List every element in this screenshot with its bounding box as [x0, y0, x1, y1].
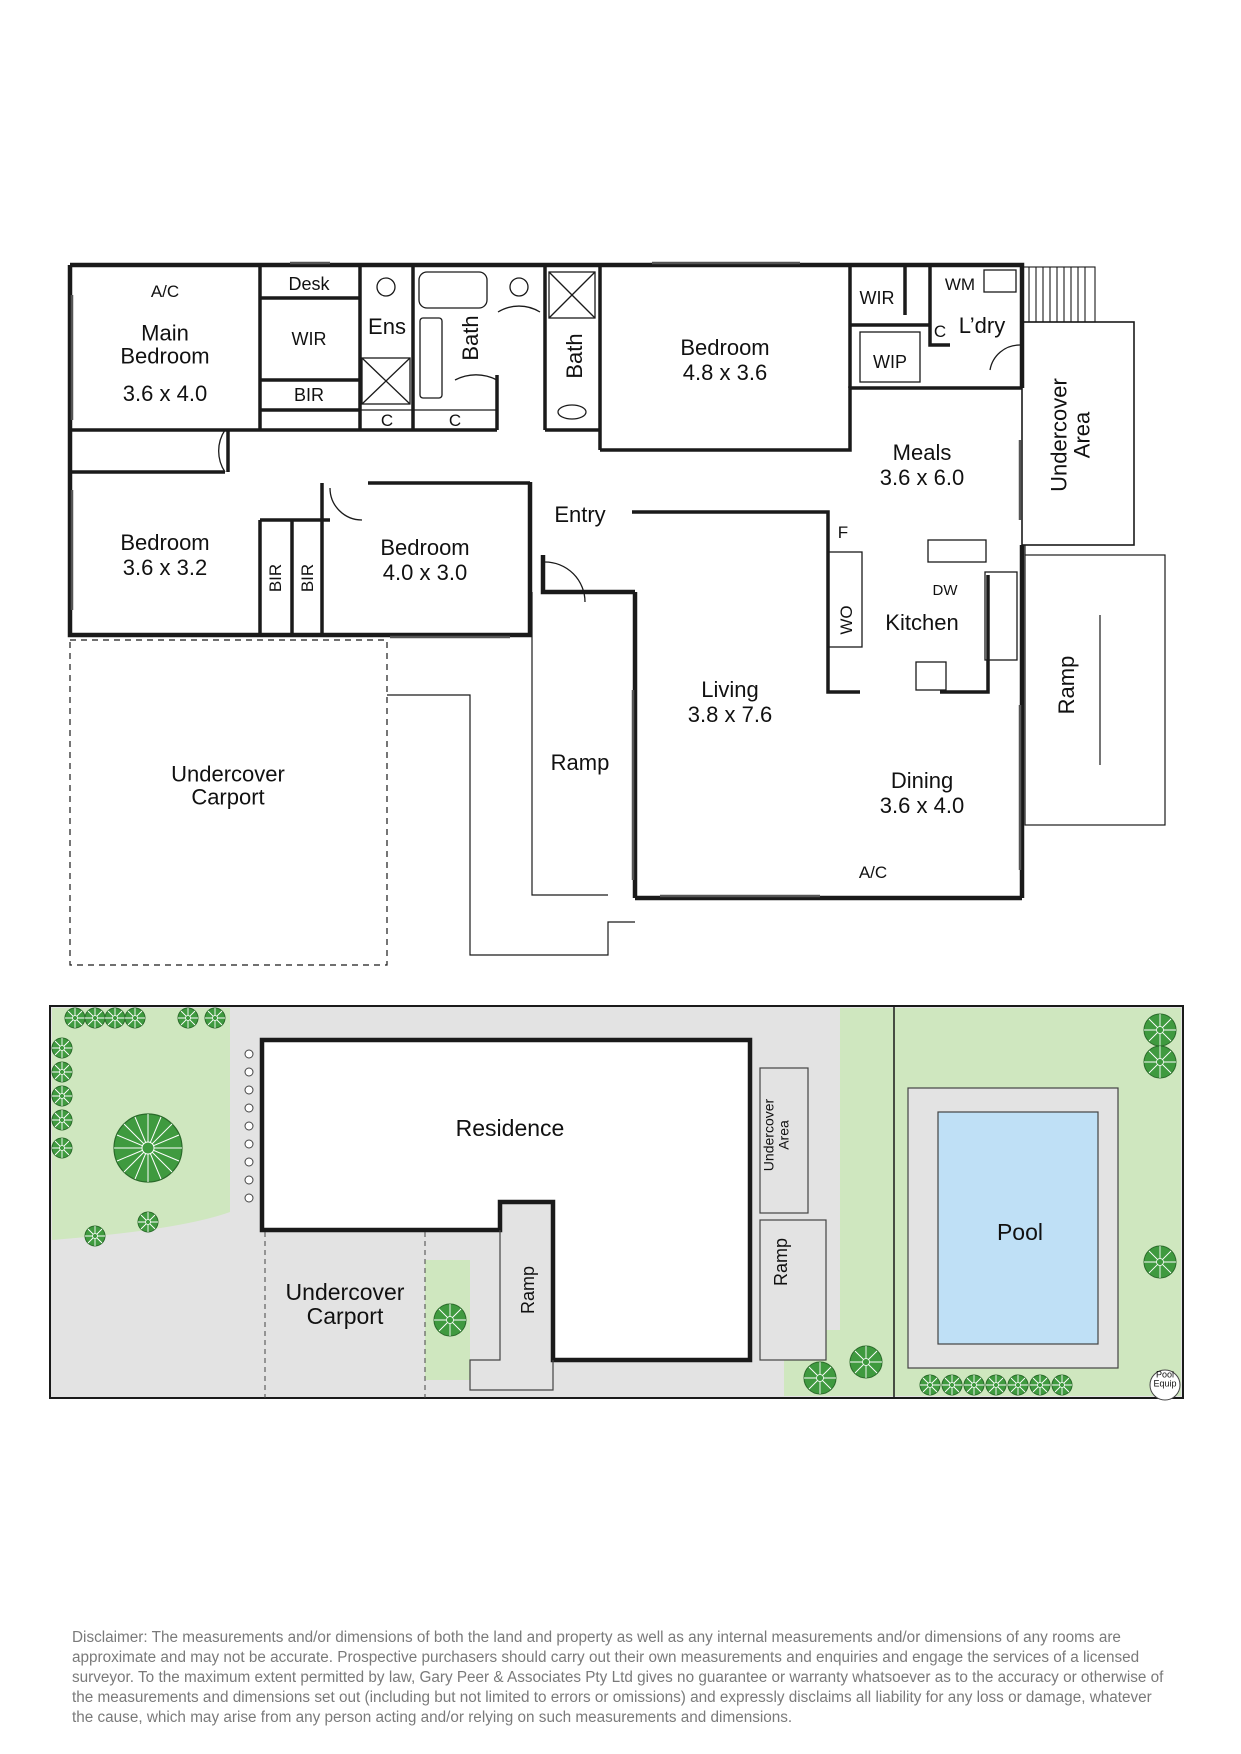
floor-plan: [67, 261, 1166, 966]
fixtures: [360, 269, 1018, 691]
room-bedroom-mid-dims: 4.0 x 3.0: [383, 560, 467, 585]
room-dining-dims: 3.6 x 4.0: [880, 793, 964, 818]
site-residence-label: Residence: [456, 1115, 565, 1141]
residence-outline: [259, 1037, 753, 1363]
room-bedroom-ne-dims: 4.8 x 3.6: [683, 360, 767, 385]
disclaimer: Disclaimer: The measurements and/or dime…: [72, 1629, 1164, 1726]
site-pool-label: Pool: [997, 1219, 1043, 1245]
pool: [937, 1111, 1099, 1345]
label-wo: WO: [837, 605, 856, 634]
room-bedroom-nw-name: Bedroom: [120, 530, 209, 555]
label-wir-2: WIR: [860, 288, 895, 308]
label-bath-1: Bath: [458, 315, 483, 360]
stepping-stones: [244, 1049, 254, 1203]
site-undercover-area-label: UndercoverArea: [761, 1098, 792, 1171]
site-plan-labels: Residence UndercoverArea Ramp Ramp Under…: [286, 1098, 1177, 1388]
label-bir-2: BIR: [266, 564, 285, 592]
label-ramp-2: Ramp: [1054, 656, 1079, 715]
stairs-icon: [1021, 266, 1096, 323]
site-ramp-east-label: Ramp: [771, 1238, 791, 1286]
label-entry: Entry: [554, 502, 605, 527]
ramp-west-outline: [387, 694, 635, 956]
room-meals-dims: 3.6 x 6.0: [880, 465, 964, 490]
label-ac-bottom: A/C: [859, 863, 887, 882]
site-plan: [49, 1005, 1184, 1401]
pool-equip-icon: [1149, 1369, 1181, 1401]
label-kitchen: Kitchen: [885, 610, 958, 635]
room-bedroom-ne-name: Bedroom: [680, 335, 769, 360]
exterior-walls: [67, 262, 1025, 901]
label-bath-2: Bath: [562, 333, 587, 378]
site-ramp-east: [759, 1219, 827, 1361]
label-bir-1: BIR: [294, 385, 324, 405]
label-bir-3: BIR: [298, 564, 317, 592]
site-undercover-area: [759, 1067, 809, 1214]
room-bedroom-nw-dims: 3.6 x 3.2: [123, 555, 207, 580]
label-ac-top: A/C: [151, 282, 179, 301]
label-c-3: C: [934, 322, 946, 341]
carport-outline: [69, 639, 388, 966]
doors: [218, 305, 1021, 603]
room-bedroom-mid-name: Bedroom: [380, 535, 469, 560]
room-living-name: Living: [701, 677, 758, 702]
label-wip: WIP: [873, 352, 907, 372]
label-wm: WM: [945, 275, 975, 294]
interior-walls: [70, 265, 1022, 694]
room-meals-name: Meals: [893, 440, 952, 465]
label-c-2: C: [449, 411, 461, 430]
windows: [70, 261, 1022, 898]
site-ramp-west-label: Ramp: [518, 1266, 538, 1314]
room-living-dims: 3.8 x 7.6: [688, 702, 772, 727]
label-dw: DW: [933, 582, 959, 599]
label-f: F: [838, 523, 848, 542]
ramp-east-outline: [1024, 554, 1166, 826]
label-c-1: C: [381, 411, 393, 430]
lawn-east-strip: [840, 1008, 896, 1352]
label-undercover-area: UndercoverArea: [1046, 378, 1094, 492]
room-main-bedroom-dims: 3.6 x 4.0: [123, 381, 207, 406]
label-desk: Desk: [288, 274, 330, 294]
label-wir-1: WIR: [292, 329, 327, 349]
label-laundry: L’dry: [959, 313, 1005, 338]
room-dining-name: Dining: [891, 768, 953, 793]
label-ramp-1: Ramp: [551, 750, 610, 775]
ramp-west-inner: [531, 592, 608, 896]
label-ens: Ens: [368, 314, 406, 339]
